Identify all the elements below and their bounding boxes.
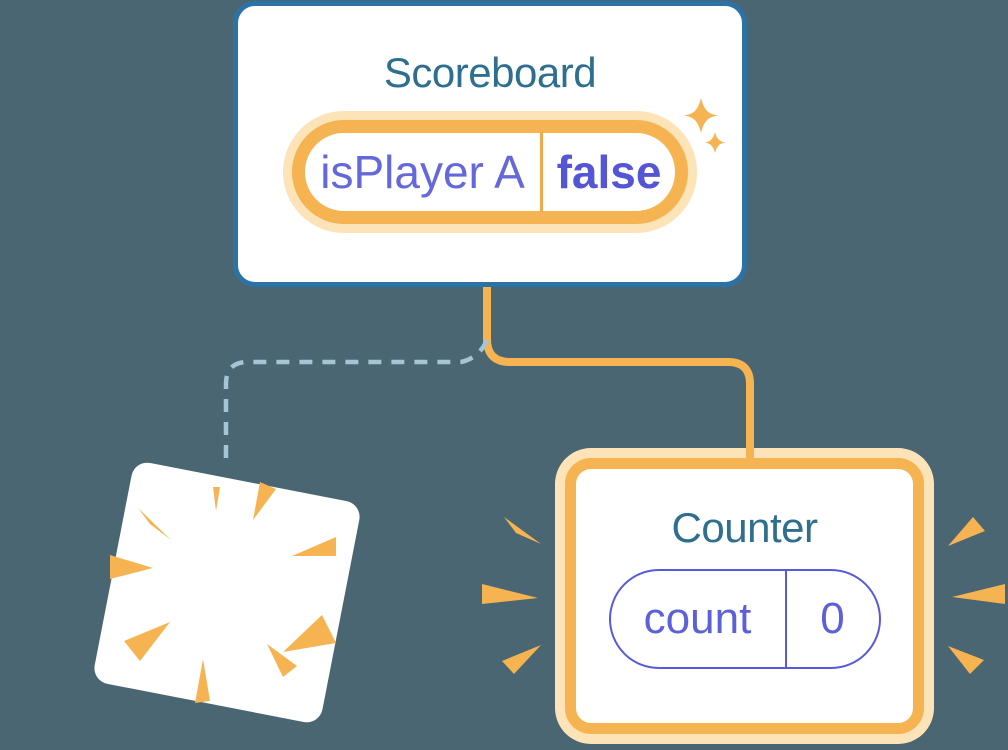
counter-state-pill: count 0 bbox=[608, 569, 881, 670]
counter-state-label: count bbox=[643, 594, 752, 644]
scoreboard-state-label: isPlayer A bbox=[320, 146, 525, 199]
pill-divider bbox=[784, 571, 787, 668]
counter-title: Counter bbox=[671, 504, 818, 551]
scoreboard-component-card: Scoreboard isPlayer A false bbox=[233, 1, 747, 287]
edge-scoreboard-to-removed-dashed bbox=[223, 339, 490, 461]
counter-component-card: Counter count 0 bbox=[565, 458, 924, 734]
destroyed-card bbox=[91, 459, 363, 726]
pill-divider bbox=[540, 133, 543, 212]
scoreboard-title: Scoreboard bbox=[383, 49, 597, 96]
counter-state-value: 0 bbox=[820, 594, 845, 644]
scoreboard-state-value: false bbox=[556, 146, 662, 199]
scoreboard-state-pill: isPlayer A false bbox=[292, 120, 688, 225]
edge-scoreboard-to-counter bbox=[483, 284, 754, 465]
